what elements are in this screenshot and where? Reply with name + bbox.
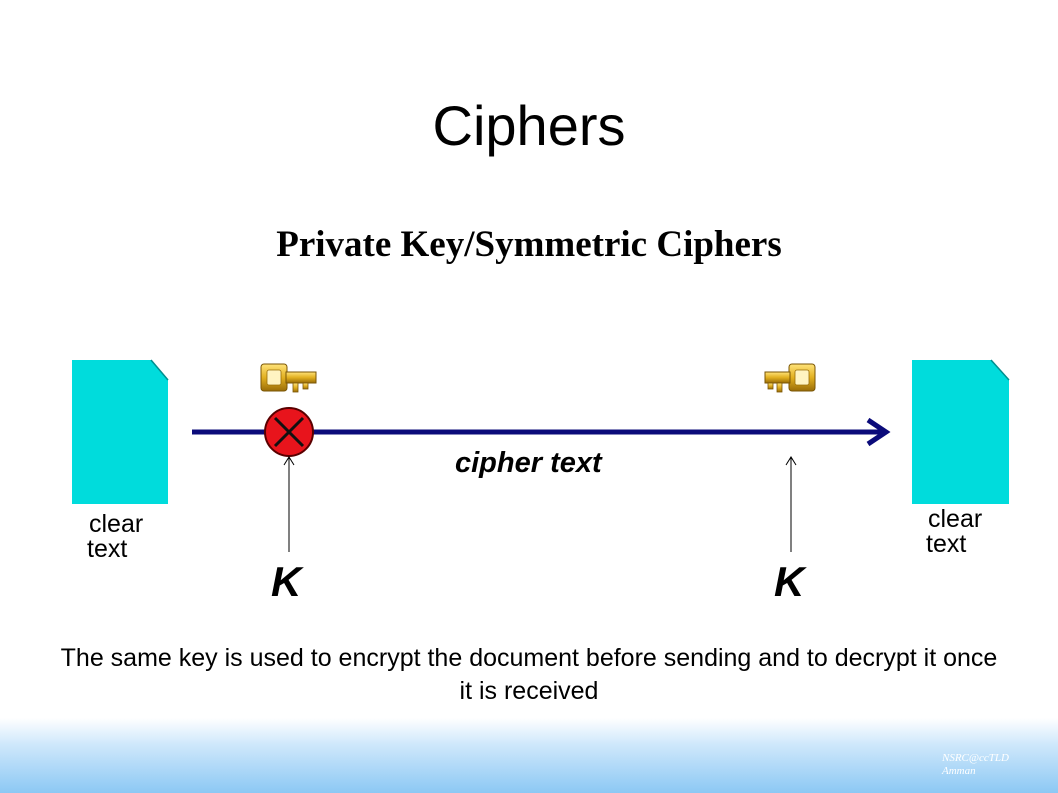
footer-credit: NSRC@ccTLD Amman [942,752,1009,778]
left-key-icon [260,363,317,393]
right-document-label-line1: clear [928,505,983,533]
encrypt-marker-icon [264,407,314,457]
slide-subtitle: Private Key/Symmetric Ciphers [276,224,782,265]
footer-credit-line1: NSRC@ccTLD [942,752,1009,764]
right-document-label-line2: text [926,530,967,558]
right-document-label: clear text [926,505,983,558]
left-document-label: clear text [87,510,144,563]
left-document-icon [72,359,169,504]
cipher-text-label: cipher text [455,447,602,479]
left-key-arrow [283,456,295,552]
right-key-letter: K [774,558,805,605]
footer-band [0,718,1058,793]
left-document-label-line1: clear [89,510,144,538]
left-key-letter: K [271,558,302,605]
left-document-label-line2: text [87,535,128,563]
right-document-icon [912,359,1010,504]
right-key-arrow [785,456,797,552]
right-key-icon [764,363,816,393]
caption-text: The same key is used to encrypt the docu… [60,644,998,705]
footer-credit-line2: Amman [942,765,976,777]
slide-title: Ciphers [432,94,626,157]
